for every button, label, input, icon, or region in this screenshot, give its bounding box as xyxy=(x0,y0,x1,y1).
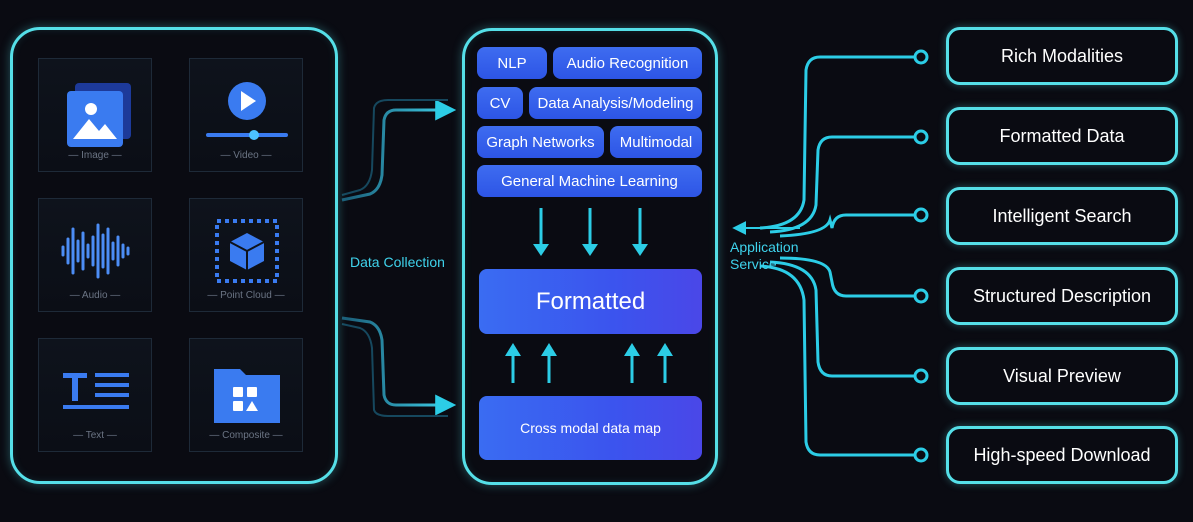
application-label-line-2: Service xyxy=(730,256,777,272)
source-tile-video[interactable]: — Video — xyxy=(189,58,303,172)
application-service-label: Application Service xyxy=(730,239,799,273)
source-label: — Composite — xyxy=(209,430,283,441)
output-visual-preview[interactable]: Visual Preview xyxy=(946,347,1178,405)
chip-cv[interactable]: CV xyxy=(477,87,523,119)
formatted-box: Formatted xyxy=(479,269,702,334)
output-formatted-data[interactable]: Formatted Data xyxy=(946,107,1178,165)
data-sources-panel xyxy=(10,27,338,484)
chip-graph-networks[interactable]: Graph Networks xyxy=(477,126,604,158)
data-collection-line-bottom-2 xyxy=(341,323,448,417)
source-label: — Image — xyxy=(68,150,122,161)
source-tile-text[interactable]: — Text — xyxy=(38,338,152,452)
chip-nlp[interactable]: NLP xyxy=(477,47,547,79)
chip-multimodal[interactable]: Multimodal xyxy=(610,126,702,158)
output-rich-modalities[interactable]: Rich Modalities xyxy=(946,27,1178,85)
source-tile-composite[interactable]: — Composite — xyxy=(189,338,303,452)
output-high-speed-download[interactable]: High-speed Download xyxy=(946,426,1178,484)
source-label: — Audio — xyxy=(69,290,121,301)
source-label: — Video — xyxy=(220,150,272,161)
data-collection-line-top xyxy=(341,99,457,202)
cross-modal-box: Cross modal data map xyxy=(479,396,702,460)
point-cloud-icon xyxy=(215,219,279,283)
data-collection-line-bottom xyxy=(341,316,457,416)
source-tile-image[interactable]: — Image — xyxy=(38,58,152,172)
image-icon xyxy=(67,83,131,147)
data-collection-label: Data Collection xyxy=(350,254,445,270)
processing-panel xyxy=(462,28,718,485)
output-structured-description[interactable]: Structured Description xyxy=(946,267,1178,325)
chip-general-ml[interactable]: General Machine Learning xyxy=(477,165,702,197)
source-tile-point-cloud[interactable]: — Point Cloud — xyxy=(189,198,303,312)
composite-icon xyxy=(214,369,280,423)
source-tile-audio[interactable]: — Audio — xyxy=(38,198,152,312)
chip-audio-recognition[interactable]: Audio Recognition xyxy=(553,47,702,79)
audio-icon xyxy=(61,223,130,279)
video-icon xyxy=(206,82,288,140)
application-label-line-1: Application xyxy=(730,239,799,255)
output-intelligent-search[interactable]: Intelligent Search xyxy=(946,187,1178,245)
chip-data-analysis[interactable]: Data Analysis/Modeling xyxy=(529,87,702,119)
source-label: — Text — xyxy=(73,430,117,441)
text-icon xyxy=(63,373,129,409)
data-collection-line-top-2 xyxy=(341,99,448,196)
source-label: — Point Cloud — xyxy=(207,290,285,301)
